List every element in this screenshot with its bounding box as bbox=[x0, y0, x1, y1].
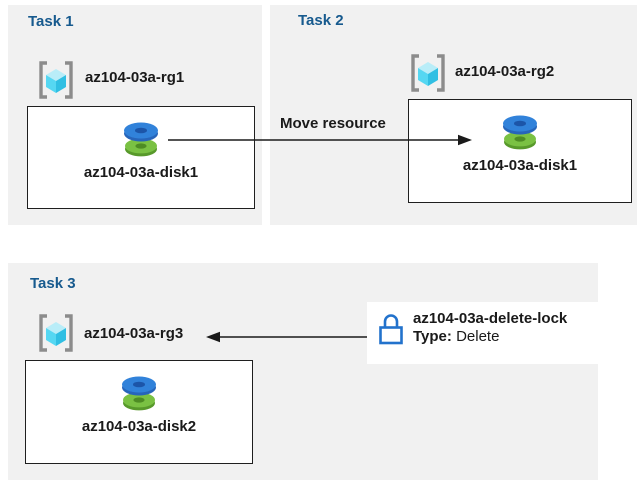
disk-icon bbox=[122, 376, 156, 411]
task1-panel: Task 1 az104-03a-rg1 az104-03a-disk1 bbox=[8, 5, 262, 225]
resource-group-label: az104-03a-rg1 bbox=[85, 69, 185, 86]
resource-group-icon bbox=[39, 314, 73, 352]
resource-group-icon bbox=[411, 54, 445, 92]
resource-group-icon bbox=[39, 61, 73, 99]
lock-type-label: Type: Delete bbox=[413, 328, 500, 345]
delete-lock-callout: az104-03a-delete-lock Type: Delete bbox=[367, 302, 598, 364]
disk-icon bbox=[503, 115, 537, 150]
lock-name-label: az104-03a-delete-lock bbox=[413, 310, 568, 327]
disk-label: az104-03a-disk2 bbox=[81, 418, 197, 435]
task2-resource-box: az104-03a-disk1 bbox=[408, 99, 632, 203]
task2-title: Task 2 bbox=[298, 12, 344, 29]
disk-icon bbox=[124, 122, 158, 157]
task1-resource-box: az104-03a-disk1 bbox=[27, 106, 255, 209]
lock-icon bbox=[379, 314, 403, 345]
move-resource-label: Move resource bbox=[280, 115, 386, 132]
resource-group-label: az104-03a-rg2 bbox=[455, 63, 555, 80]
task2-panel: Task 2 az104-03a-rg2 az104-03a-disk1 bbox=[270, 5, 637, 225]
disk-label: az104-03a-disk1 bbox=[83, 164, 199, 181]
disk-label: az104-03a-disk1 bbox=[462, 157, 578, 174]
task3-panel: Task 3 az104-03a-rg3 az104-03a-disk2 bbox=[8, 263, 598, 480]
resource-group-label: az104-03a-rg3 bbox=[84, 325, 184, 342]
task1-title: Task 1 bbox=[28, 13, 74, 30]
task3-resource-box: az104-03a-disk2 bbox=[25, 360, 253, 464]
task3-title: Task 3 bbox=[30, 275, 76, 292]
lock-text: az104-03a-delete-lock Type: Delete bbox=[413, 302, 567, 346]
